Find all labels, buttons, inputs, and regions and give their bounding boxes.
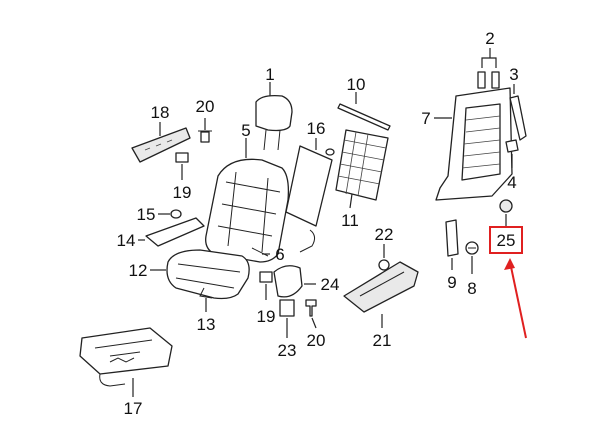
callout-20-bottom: 20 bbox=[307, 331, 326, 350]
part-12-seat-cushion bbox=[150, 249, 250, 312]
part-16-back-panel bbox=[285, 138, 335, 253]
part-4-clip bbox=[505, 139, 519, 168]
callout-2: 2 bbox=[485, 29, 494, 48]
part-17-seat-heater-pad bbox=[79, 327, 173, 397]
part-5-seatback-cushion bbox=[205, 138, 290, 263]
part-24-cover bbox=[273, 265, 316, 298]
red-arrowhead bbox=[504, 258, 515, 270]
callout-19-bottom: 19 bbox=[257, 307, 276, 326]
callout-23: 23 bbox=[278, 341, 297, 360]
callout-16: 16 bbox=[307, 119, 326, 138]
callout-15: 15 bbox=[137, 205, 156, 224]
part-6-wire-tie bbox=[251, 247, 270, 257]
part-19-clip-bottom bbox=[259, 271, 273, 300]
callout-13: 13 bbox=[197, 315, 216, 334]
part-2-headrest-guides bbox=[477, 48, 500, 89]
callout-24: 24 bbox=[321, 275, 340, 294]
part-22-nut bbox=[378, 244, 390, 271]
part-19-clip-top bbox=[175, 152, 189, 180]
callout-4: 4 bbox=[507, 173, 516, 192]
part-8-bolt bbox=[465, 241, 479, 274]
callout-5: 5 bbox=[241, 121, 250, 140]
callout-7: 7 bbox=[421, 109, 430, 128]
callout-3: 3 bbox=[509, 65, 518, 84]
callout-1: 1 bbox=[265, 65, 274, 84]
part-7-seatback-frame bbox=[434, 87, 513, 201]
part-20-screw-top bbox=[198, 118, 212, 143]
callout-9: 9 bbox=[447, 273, 456, 292]
highlight-box bbox=[489, 226, 523, 254]
part-10-bar bbox=[337, 92, 391, 131]
highlight-annotation bbox=[489, 226, 527, 339]
part-14-side-shield bbox=[138, 217, 205, 247]
callout-20-top: 20 bbox=[196, 97, 215, 116]
part-1-head-restraint bbox=[255, 82, 293, 151]
part-18-side-trim bbox=[131, 122, 191, 163]
callout-25: 25 bbox=[497, 231, 516, 250]
part-11-back-frame bbox=[335, 129, 389, 209]
callout-14: 14 bbox=[117, 231, 136, 250]
part-15-bolt bbox=[158, 209, 182, 219]
callout-22: 22 bbox=[375, 225, 394, 244]
part-21-track-rail bbox=[343, 261, 419, 328]
callout-6: 6 bbox=[275, 245, 284, 264]
callout-labels: 1 2 3 4 5 6 7 8 9 10 11 12 13 14 15 16 1… bbox=[117, 29, 519, 418]
part-23-block bbox=[279, 299, 295, 338]
part-9-lever bbox=[445, 219, 459, 270]
red-arrow bbox=[509, 261, 527, 339]
callout-11: 11 bbox=[341, 211, 359, 230]
callout-12: 12 bbox=[129, 261, 148, 280]
callout-8: 8 bbox=[467, 279, 476, 298]
callout-10: 10 bbox=[347, 75, 366, 94]
callout-21: 21 bbox=[373, 331, 392, 350]
callout-17: 17 bbox=[124, 399, 143, 418]
part-20-screw-bottom bbox=[305, 299, 317, 329]
part-3-trim-strip bbox=[509, 84, 527, 141]
callout-19-top: 19 bbox=[173, 183, 192, 202]
callout-18: 18 bbox=[151, 103, 170, 122]
part-25-knob bbox=[499, 199, 513, 226]
